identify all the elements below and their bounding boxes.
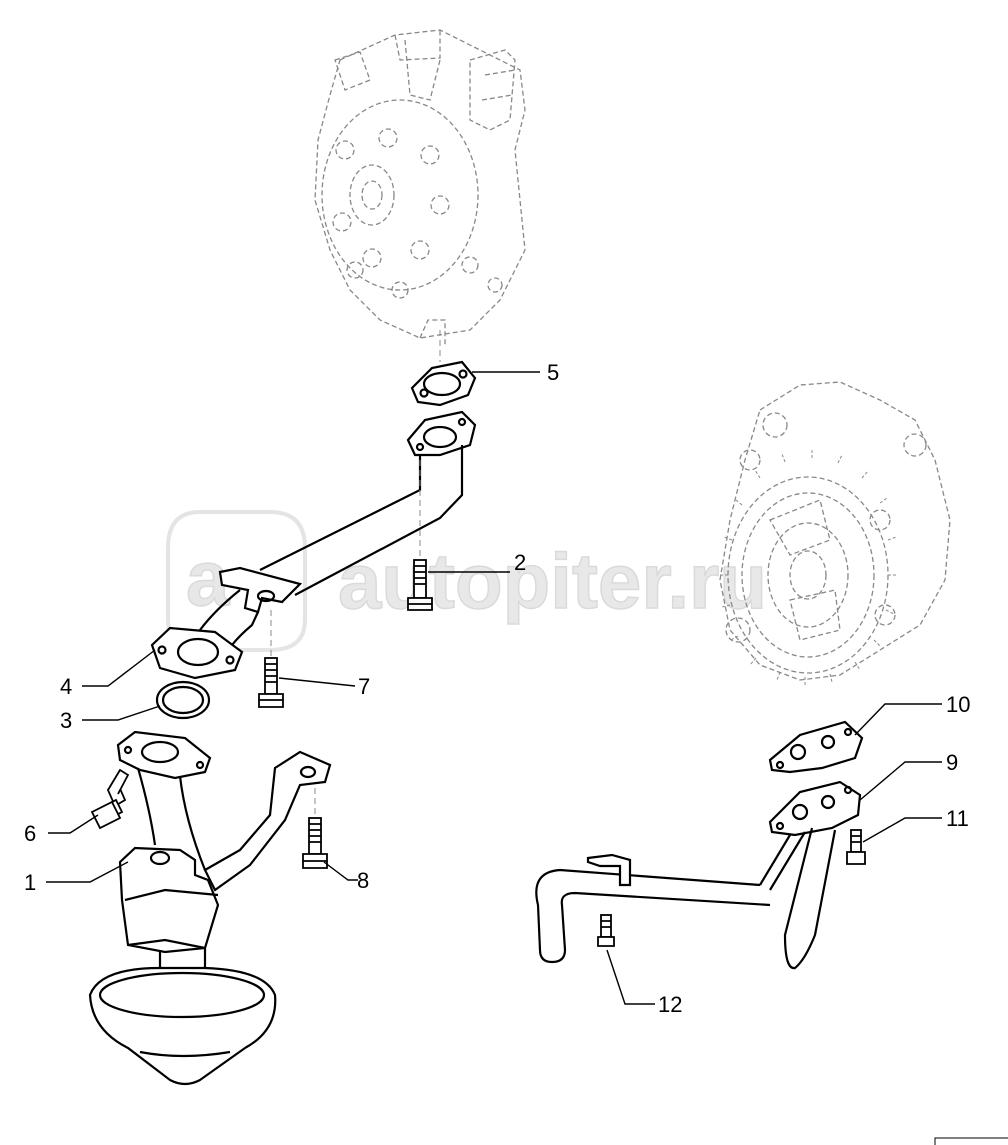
callout-label-9: 9 [946,750,958,775]
part-4-suction-pipe[interactable] [150,410,477,680]
watermark-logo-glyph: a [186,534,230,622]
leader-7 [278,677,356,687]
callout-label-3: 3 [60,708,72,733]
part-8-bolt[interactable] [302,817,328,869]
leader-12 [606,949,655,1005]
callout-label-8: 8 [357,868,369,893]
part-6-bolt[interactable] [90,768,130,830]
callout-label-7: 7 [358,674,370,699]
part-2-bolt[interactable] [407,559,433,611]
ghost-pump-housing-right [719,381,951,681]
part-9-suction-pipe[interactable] [535,780,862,970]
frame-corner-mark [934,1137,1008,1145]
watermark-text: autopiter.ru [338,537,767,625]
callout-label-6: 6 [24,821,36,846]
leader-9 [859,761,942,801]
callout-label-1: 1 [24,870,36,895]
callout-label-5: 5 [547,360,559,385]
callout-label-4: 4 [60,674,72,699]
leader-6 [48,814,99,834]
part-11-bolt[interactable] [846,829,866,865]
watermark: a autopiter.ru [166,510,768,652]
leader-lines [46,371,942,1005]
leader-3 [82,705,161,721]
leader-4 [82,649,156,687]
callout-label-11: 11 [946,806,969,831]
leader-8 [323,861,358,881]
callout-label-10: 10 [946,692,970,717]
part-7-bolt[interactable] [258,657,284,708]
watermark-logo-frame [166,510,307,652]
leader-11 [862,817,942,843]
callout-label-2: 2 [514,550,526,575]
ghost-pump-housing-top [314,29,526,345]
part-12-bolt[interactable] [597,914,615,947]
part-3-o-ring[interactable] [155,680,211,720]
part-1-oil-strainer[interactable] [88,730,332,1086]
leader-10 [854,703,942,736]
part-5-gasket[interactable] [410,360,477,407]
part-10-gasket[interactable] [768,720,864,774]
leader-1 [46,861,129,883]
callout-label-12: 12 [658,992,682,1017]
callout-labels: 5 2 4 7 3 6 1 8 10 9 11 12 [24,360,970,1017]
